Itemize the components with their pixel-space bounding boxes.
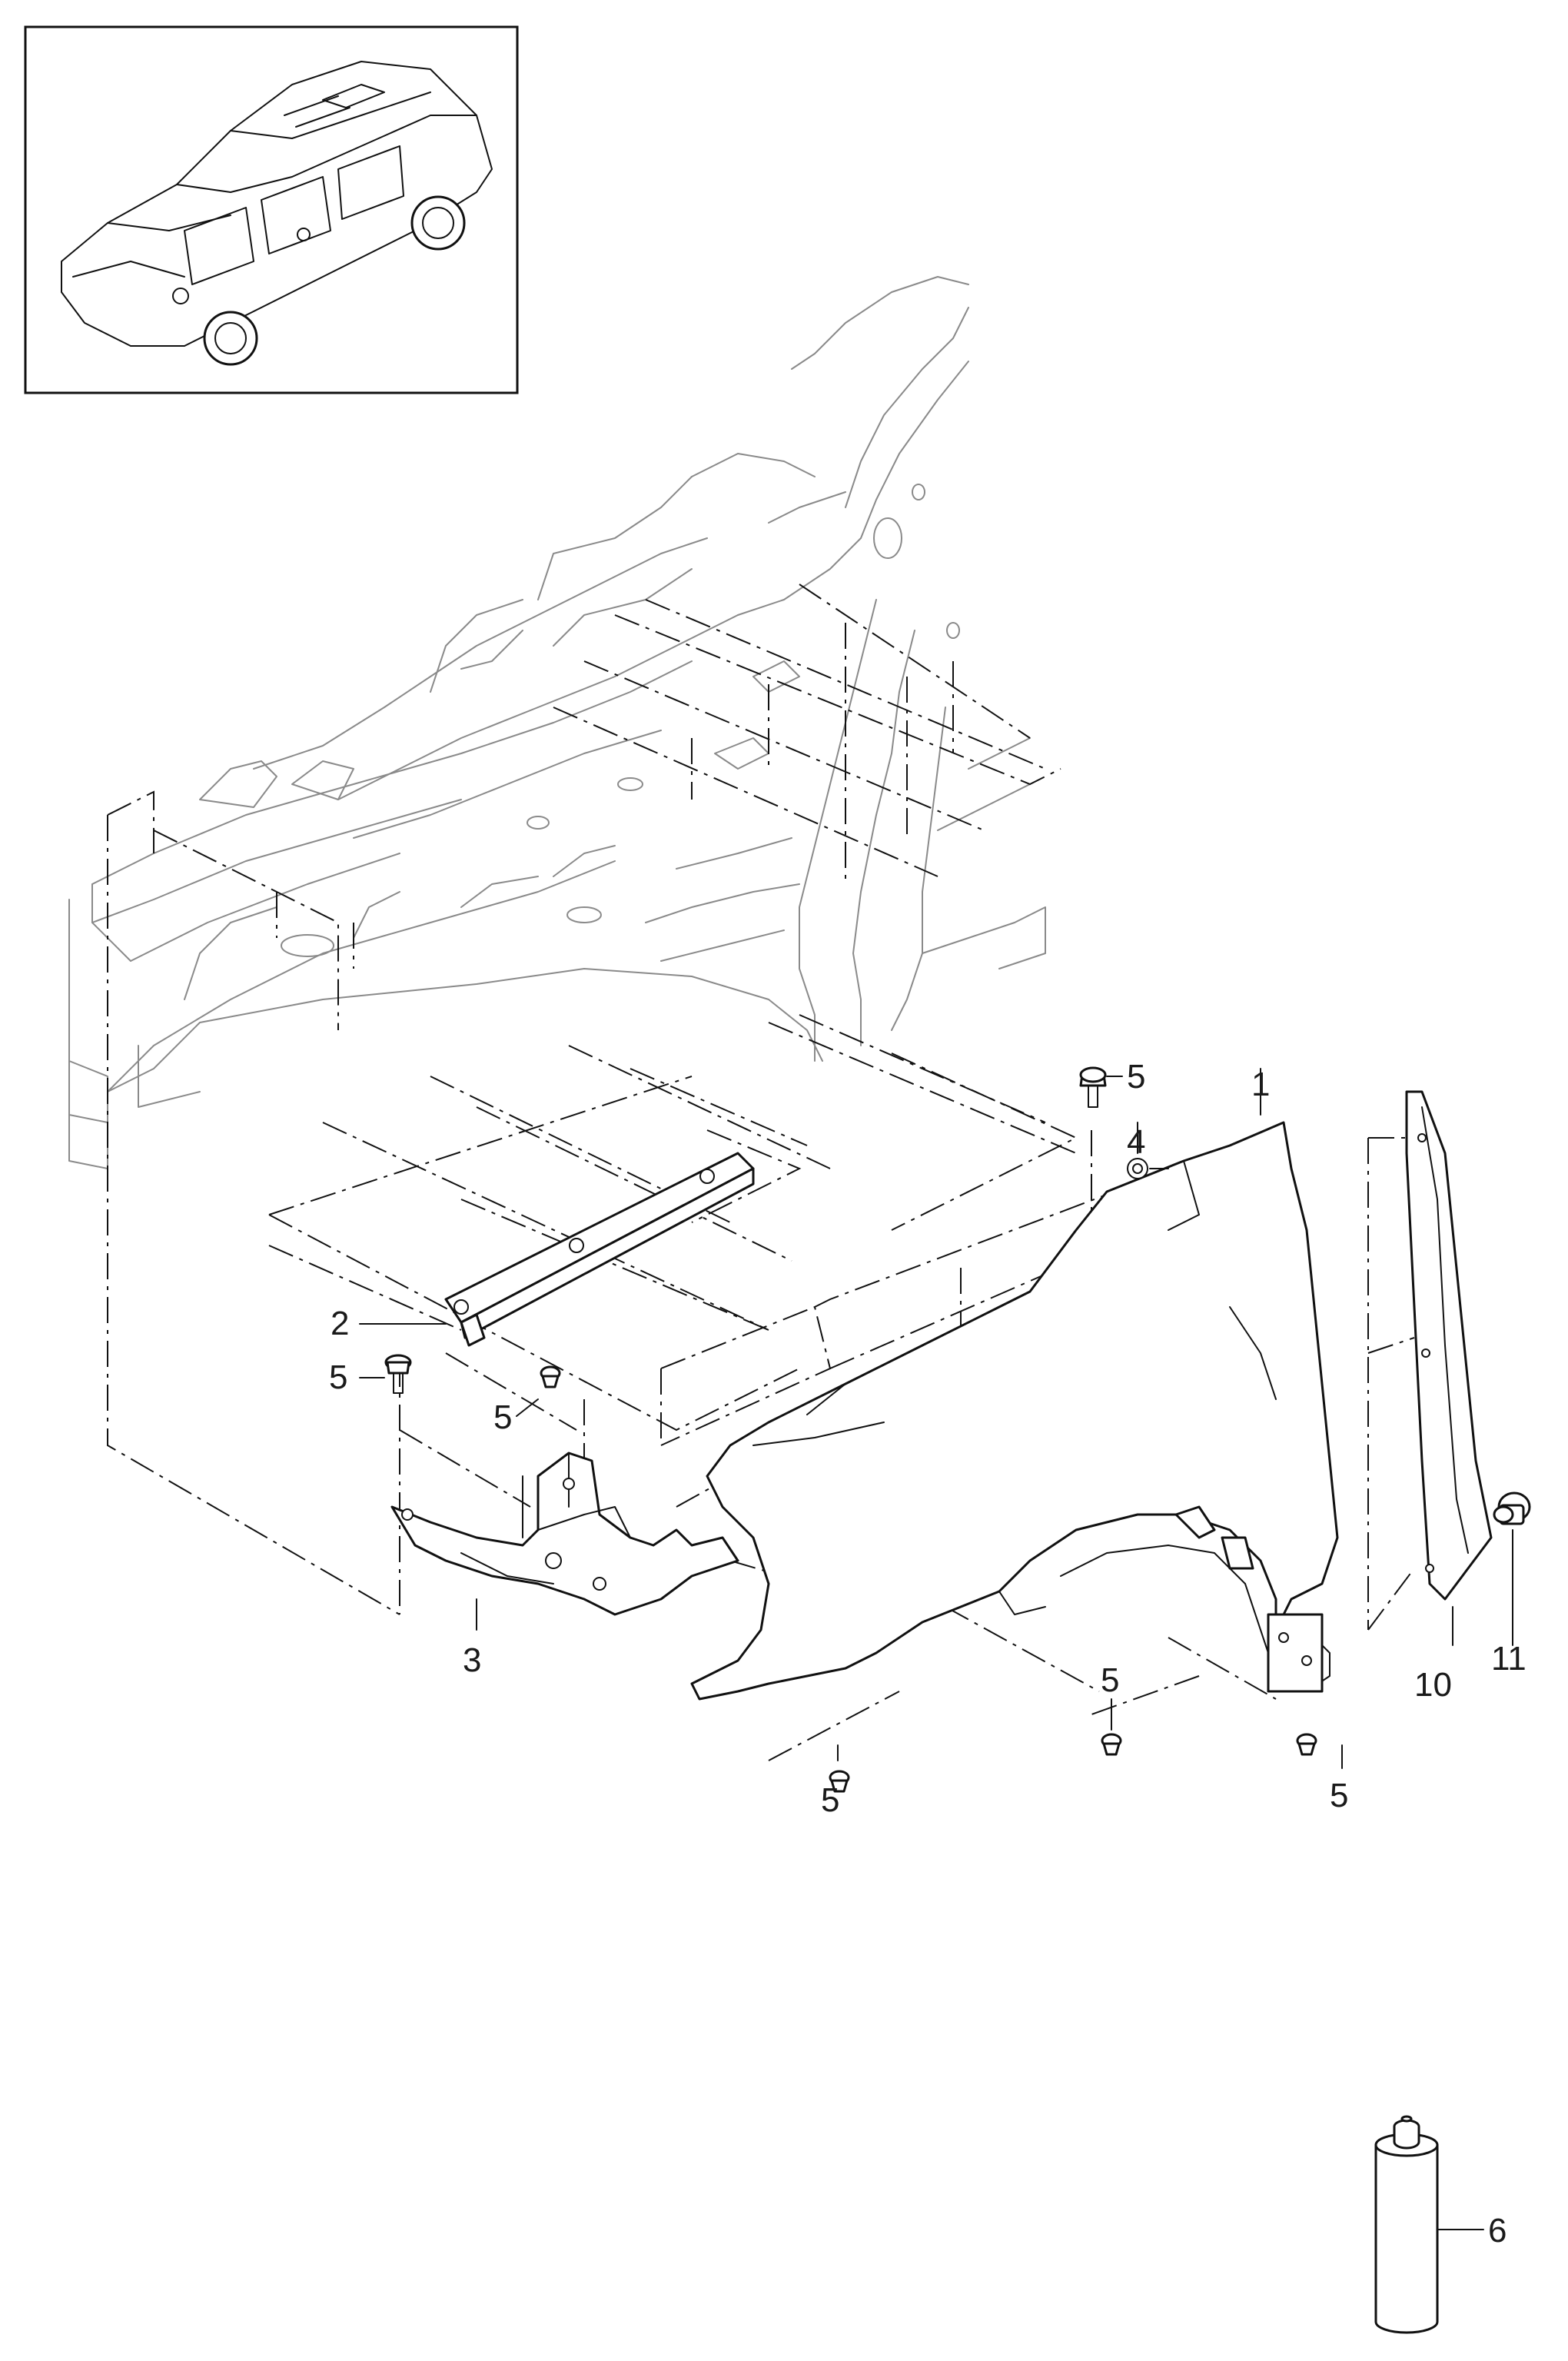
body-holes xyxy=(281,484,960,957)
callout-5-lower-right: 5 xyxy=(1330,1777,1348,1814)
fender xyxy=(690,1121,1339,1701)
mounting-bracket xyxy=(390,1452,739,1616)
callout-5-mid: 5 xyxy=(493,1398,512,1436)
callout-4: 4 xyxy=(1127,1123,1145,1161)
callout-5-top: 5 xyxy=(1127,1058,1145,1096)
clip-part xyxy=(1493,1491,1531,1525)
callout-11: 11 xyxy=(1491,1640,1526,1678)
callout-numbers: 1 2 3 4 5 5 5 5 5 5 5 6 10 11 xyxy=(329,1058,1526,2250)
sealant-cartridge xyxy=(1374,2115,1439,2334)
body-structure xyxy=(68,276,1046,1169)
bracket-strip xyxy=(444,1152,755,1347)
callout-6: 6 xyxy=(1488,2212,1507,2250)
callout-3: 3 xyxy=(463,1641,481,1679)
callout-5-lower-center: 5 xyxy=(1101,1661,1119,1699)
plug-part xyxy=(1127,1158,1148,1179)
callout-1: 1 xyxy=(1251,1066,1270,1103)
screw-e xyxy=(1296,1733,1317,1756)
screw-f xyxy=(829,1770,850,1793)
screw-a xyxy=(1079,1066,1107,1108)
leader-lines xyxy=(359,1068,1513,2230)
screw-b xyxy=(384,1354,412,1394)
callout-2: 2 xyxy=(331,1305,349,1342)
screw-c xyxy=(540,1365,561,1388)
vehicle-thumbnail xyxy=(24,25,519,394)
screw-d xyxy=(1101,1733,1122,1756)
trim-strip xyxy=(1405,1090,1493,1601)
callout-5-left: 5 xyxy=(329,1358,347,1396)
callout-5-lower-left: 5 xyxy=(821,1781,839,1819)
callout-10: 10 xyxy=(1414,1666,1452,1704)
